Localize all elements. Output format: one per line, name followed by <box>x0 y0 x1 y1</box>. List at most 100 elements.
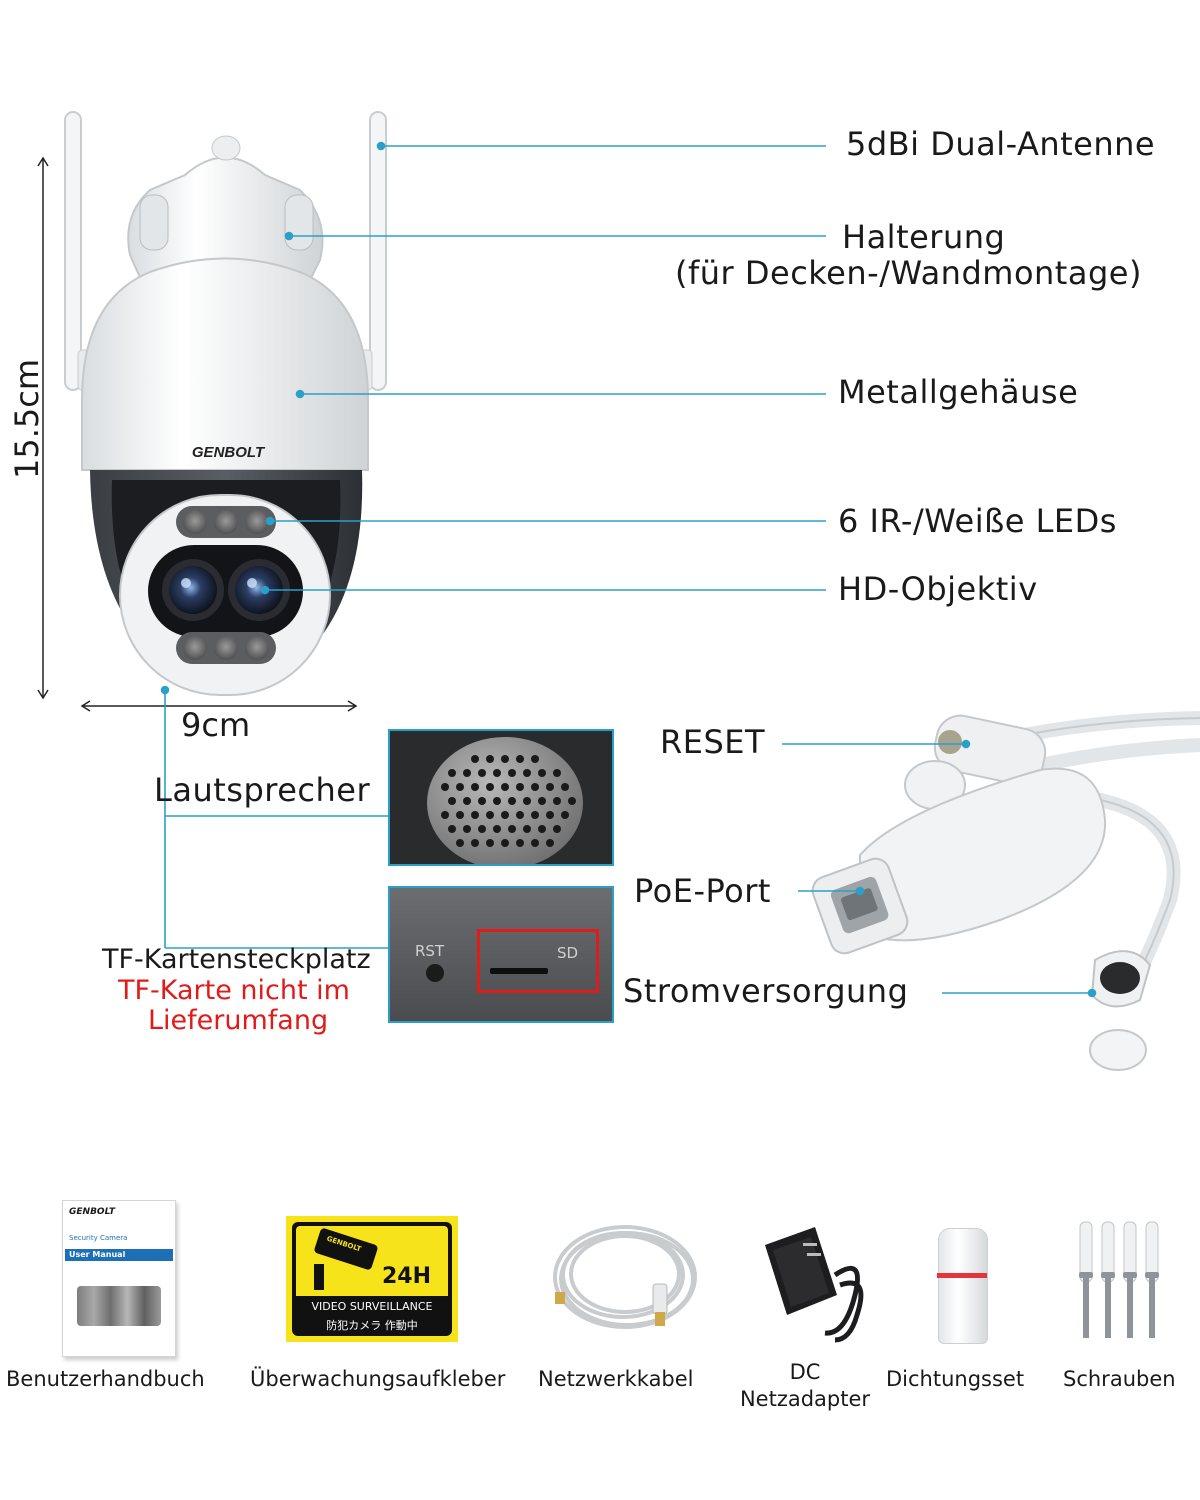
antenna-right <box>369 111 387 391</box>
speaker-hole <box>523 797 531 805</box>
speaker-hole <box>441 783 449 791</box>
speaker-hole <box>523 769 531 777</box>
accessory-label-manual: Benutzerhandbuch <box>6 1367 205 1391</box>
speaker-hole <box>478 797 486 805</box>
accessory-label-sticker: Überwachungsaufkleber <box>250 1367 506 1391</box>
speaker-hole <box>471 755 479 763</box>
dc-adapter-image <box>765 1227 864 1343</box>
speaker-hole <box>546 811 554 819</box>
manual-logo: GENBOLT <box>69 1207 115 1217</box>
lens-label: HD-Objektiv <box>838 570 1038 608</box>
speaker-hole <box>561 811 569 819</box>
speaker-hole <box>538 797 546 805</box>
tf-note-line1: TF-Karte nicht im <box>118 975 350 1006</box>
sticker-24h: 24H <box>382 1264 432 1289</box>
accessory-label-adapter-line2: Netzadapter <box>739 1387 871 1411</box>
housing-label: Metallgehäuse <box>838 373 1079 411</box>
led-row-bottom <box>176 632 276 664</box>
sticker-text-en: VIDEO SURVEILLANCE <box>311 1300 433 1313</box>
speaker-hole <box>546 783 554 791</box>
speaker-hole <box>486 783 494 791</box>
speaker-hole <box>471 783 479 791</box>
leds-label: 6 IR-/Weiße LEDs <box>838 502 1117 540</box>
speaker-hole <box>553 825 561 833</box>
speaker-hole <box>478 769 486 777</box>
speaker-hole <box>531 811 539 819</box>
speaker-hole <box>456 839 464 847</box>
speaker-hole <box>516 755 524 763</box>
speaker-hole <box>508 769 516 777</box>
accessory-label-cable: Netzwerkkabel <box>538 1367 694 1391</box>
tf-note-line2: Lieferumfang <box>148 1005 329 1036</box>
speaker-hole <box>523 825 531 833</box>
speaker-hole <box>441 811 449 819</box>
speaker-hole <box>493 769 501 777</box>
speaker-hole <box>463 825 471 833</box>
speaker-hole <box>456 783 464 791</box>
led-row-top <box>176 506 276 538</box>
manual-subtitle: Security Camera <box>69 1234 128 1242</box>
network-cable-image <box>553 1225 697 1329</box>
speaker-hole <box>486 811 494 819</box>
tf-slot-label: TF-Kartensteckplatz <box>102 944 371 975</box>
width-dimension-line <box>80 700 358 712</box>
speaker-hole <box>508 825 516 833</box>
speaker-hole <box>493 825 501 833</box>
speaker-hole <box>463 769 471 777</box>
speaker-hole <box>538 825 546 833</box>
surveillance-sticker-image: GENBOLT 24H VIDEO SURVEILLANCE 防犯カメラ 作動中 <box>286 1216 458 1342</box>
speaker-hole <box>553 769 561 777</box>
width-label: 9cm <box>181 706 251 744</box>
speaker-hole <box>538 769 546 777</box>
speaker-hole <box>471 839 479 847</box>
antenna-left <box>64 111 82 391</box>
tf-slot-closeup: RST SD <box>388 886 614 1023</box>
screws-image <box>1079 1221 1159 1338</box>
speaker-hole <box>456 811 464 819</box>
speaker-closeup <box>388 729 614 866</box>
accessory-label-screws: Schrauben <box>1063 1367 1176 1391</box>
speaker-hole <box>516 839 524 847</box>
speaker-hole <box>516 783 524 791</box>
hd-lens <box>162 559 290 621</box>
speaker-hole <box>516 811 524 819</box>
accessory-label-seal: Dichtungsset <box>886 1367 1025 1391</box>
speaker-hole <box>568 797 576 805</box>
speaker-hole <box>471 811 479 819</box>
speaker-hole <box>448 825 456 833</box>
reset-label: RESET <box>660 723 766 761</box>
speaker-hole <box>463 797 471 805</box>
speaker-hole <box>501 755 509 763</box>
housing-logo: GENBOLT <box>192 444 266 461</box>
speaker-hole <box>546 839 554 847</box>
speaker-hole <box>448 769 456 777</box>
speaker-hole <box>501 811 509 819</box>
speaker-hole <box>486 839 494 847</box>
speaker-hole <box>501 839 509 847</box>
speaker-label: Lautsprecher <box>154 771 371 809</box>
seal-set-image <box>937 1228 988 1344</box>
mount-sublabel: (für Decken-/Wandmontage) <box>675 254 1142 292</box>
sticker-text-jp: 防犯カメラ 作動中 <box>326 1319 418 1332</box>
antenna-label: 5dBi Dual-Antenne <box>846 125 1156 163</box>
speaker-hole <box>493 797 501 805</box>
accessory-label-adapter-line1: DC <box>789 1360 821 1384</box>
height-label: 15.5cm <box>8 358 46 479</box>
speaker-hole <box>478 825 486 833</box>
sd-highlight-box <box>477 929 599 993</box>
speaker-hole <box>508 797 516 805</box>
speaker-hole <box>501 783 509 791</box>
speaker-hole <box>486 755 494 763</box>
speaker-hole <box>448 797 456 805</box>
speaker-hole <box>531 783 539 791</box>
manual-title-bar: User Manual <box>65 1249 173 1261</box>
speaker-hole <box>561 783 569 791</box>
speaker-hole <box>553 797 561 805</box>
mount-label: Halterung <box>842 218 1006 256</box>
metal-housing <box>81 257 369 471</box>
sd-card-slot <box>490 968 548 974</box>
reset-hole <box>426 964 444 982</box>
user-manual-image: GENBOLT Security Camera User Manual <box>62 1200 176 1357</box>
rst-label: RST <box>415 942 445 960</box>
